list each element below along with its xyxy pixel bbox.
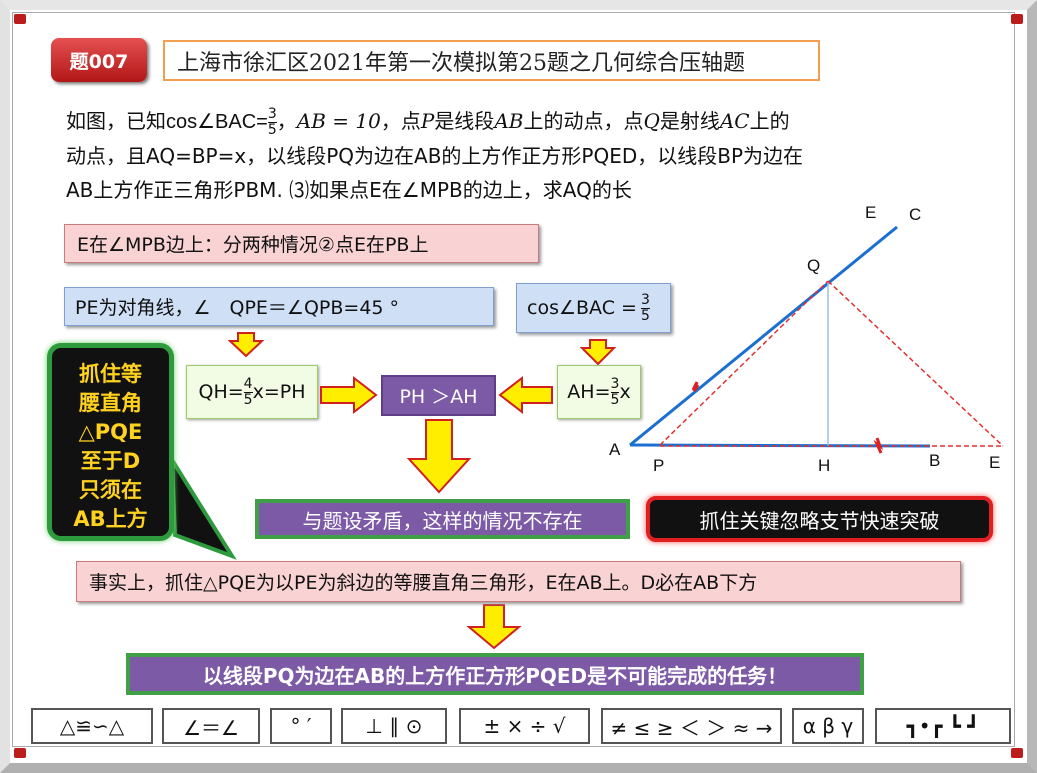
- contradiction-box: 与题设矛盾，这样的情况不存在: [255, 499, 630, 539]
- callout-line: AB上方: [73, 507, 148, 531]
- text-segment: 如图，已知: [66, 109, 166, 133]
- down-arrow-icon: [227, 332, 265, 358]
- symbol-button-degrees[interactable]: ° ′: [270, 708, 332, 744]
- callout-line: △PQE: [78, 420, 143, 444]
- compare-box: PH ＞AH: [381, 375, 496, 416]
- symbol-button-angles[interactable]: ∠＝∠: [162, 708, 260, 744]
- point-q: Q: [643, 109, 660, 133]
- qh-suffix: x=PH: [252, 381, 306, 403]
- breakthrough-box: 抓住关键忽略支节快速突破: [646, 496, 993, 542]
- ray-ac-line: [629, 225, 898, 447]
- ab-equation: AB = 10: [296, 109, 381, 133]
- text-segment: 上的: [749, 109, 790, 133]
- label-c: C: [909, 205, 921, 224]
- cos-label: cos∠BAC=: [166, 111, 268, 133]
- problem-line-3: AB上方作正三角形PBM. ⑶如果点E在∠MPB的边上，求AQ的长: [66, 178, 632, 202]
- symbol-button-triangles[interactable]: △≌∽△: [31, 708, 153, 744]
- callout-line: 腰直角: [79, 391, 142, 415]
- symbol-button-perpendicular[interactable]: ⊥ ∥ ⊙: [341, 708, 447, 744]
- case-box: E在∠MPB边上：分两种情况②点E在PB上: [64, 224, 539, 263]
- conclusion-box: 以线段PQ为边在AB的上方作正方形PQED是不可能完成的任务！: [126, 653, 864, 695]
- text-segment: ，点: [380, 109, 421, 133]
- right-arrow-icon: [320, 375, 378, 415]
- slide-board: [12, 12, 1015, 747]
- ah-suffix: x: [619, 381, 631, 403]
- down-arrow-icon: [466, 604, 522, 650]
- dashed-qe: [827, 280, 1004, 447]
- dashed-pq: [659, 280, 829, 446]
- callout-line: 只须在: [79, 478, 142, 502]
- left-arrow-icon: [498, 375, 553, 415]
- symbol-button-greek[interactable]: α β γ: [792, 708, 864, 744]
- callout-line: 抓住等: [79, 362, 142, 386]
- text-segment: 是线段: [434, 109, 495, 133]
- fraction-denominator: 5: [267, 122, 277, 138]
- frame-corner-top-left: [14, 14, 26, 24]
- fraction-numerator: 3: [267, 106, 277, 123]
- fraction-numerator: 3: [610, 375, 620, 393]
- symbol-button-relations[interactable]: ≠ ≤ ≥ ＜ ＞ ≈ →: [601, 708, 782, 744]
- qh-prefix: QH=: [198, 381, 244, 403]
- problem-number-tag: 题007: [51, 38, 147, 82]
- tick-mark-aq: [691, 381, 700, 392]
- fact-box: 事实上，抓住△PQE为以PE为斜边的等腰直角三角形，E在AB上。D必在AB下方: [76, 561, 961, 602]
- frame-corner-bottom-right: [1011, 748, 1023, 758]
- isosceles-hint-callout: 抓住等 腰直角 △PQE 至于D 只须在 AB上方: [47, 343, 174, 541]
- segment-ab: AB: [494, 109, 524, 133]
- fraction-denominator: 5: [640, 307, 650, 324]
- label-q: Q: [807, 256, 820, 275]
- text-segment: ，: [276, 109, 297, 133]
- symbol-button-corners[interactable]: ┓•┏ ┗ ┛: [875, 708, 1011, 744]
- problem-line-2: 动点，且AQ=BP=x，以线段PQ为边在AB的上方作正方形PQED，以线段BP为…: [66, 144, 804, 168]
- cos-box-label: cos∠BAC =: [527, 297, 637, 319]
- label-e-top: E: [865, 203, 876, 222]
- tick-mark-pb: [873, 437, 884, 454]
- label-e-right: E: [989, 453, 1000, 472]
- fraction-numerator: 3: [640, 291, 650, 309]
- callout-line: 至于D: [80, 449, 141, 473]
- ray-ac: AC: [719, 109, 750, 133]
- callout-tail: [169, 452, 237, 560]
- problem-title: 上海市徐汇区2021年第一次模拟第25题之几何综合压轴题: [163, 40, 820, 81]
- text-segment: 上的动点，点: [523, 109, 644, 133]
- fraction-denominator: 5: [610, 391, 620, 408]
- symbol-button-operators[interactable]: ± × ÷ √: [459, 708, 590, 744]
- big-down-arrow-icon: [406, 419, 472, 494]
- frame-corner-bottom-left: [14, 748, 26, 758]
- diagonal-box: PE为对角线，∠ QPE＝∠QPB=45 °: [64, 287, 494, 326]
- label-a: A: [609, 440, 621, 459]
- label-p: P: [653, 456, 664, 475]
- point-p: P: [420, 109, 435, 133]
- down-arrow-icon: [579, 339, 617, 366]
- fraction-denominator: 5: [243, 391, 253, 408]
- label-b: B: [929, 451, 940, 470]
- fraction-numerator: 4: [243, 375, 253, 393]
- frame-corner-top-right: [1011, 14, 1023, 24]
- text-segment: 是射线: [659, 109, 720, 133]
- geometry-figure: E C Q A P H B E: [609, 203, 1004, 475]
- label-h: H: [818, 456, 830, 475]
- ah-prefix: AH=: [567, 381, 611, 403]
